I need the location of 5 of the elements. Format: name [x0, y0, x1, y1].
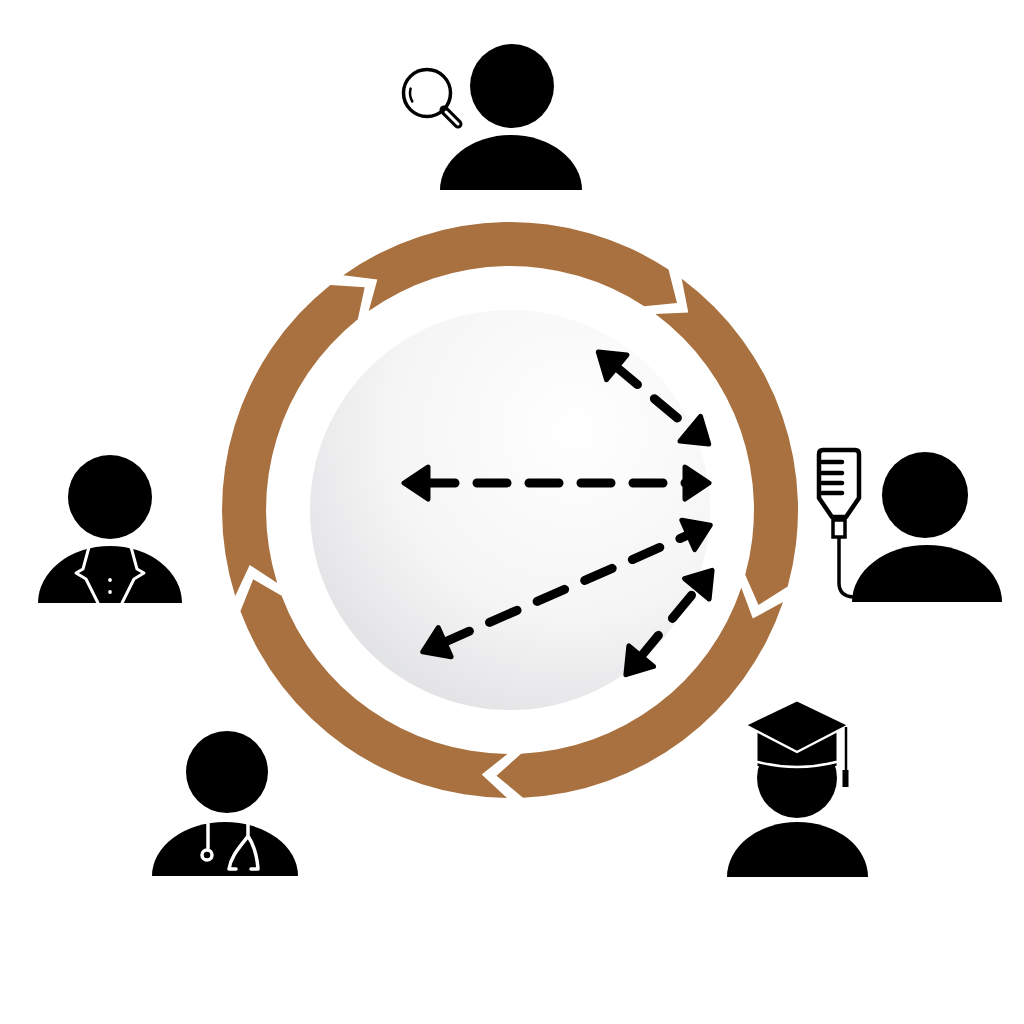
person-stethoscope-icon — [151, 730, 299, 877]
person-iv-bag-icon — [815, 446, 1003, 603]
person-suit-icon — [37, 454, 183, 604]
person-magnifier-icon — [400, 43, 584, 191]
center-disc — [310, 310, 710, 710]
